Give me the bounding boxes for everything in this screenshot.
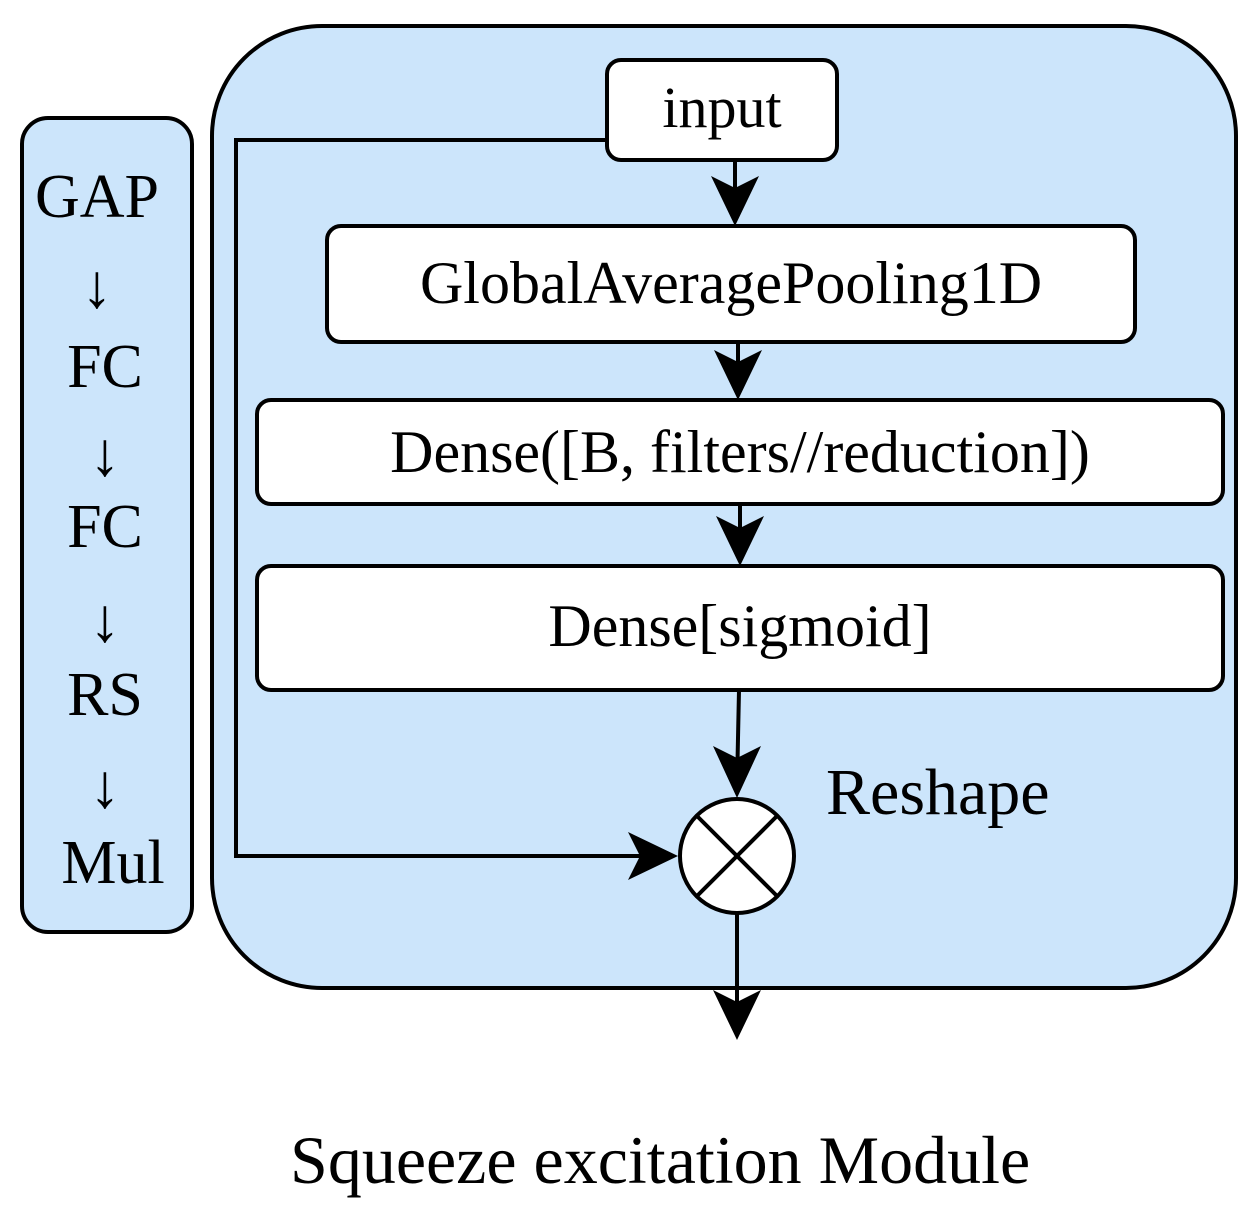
arrow-gap-to-dense-head — [714, 350, 762, 400]
arrow-dense-to-sigmoid-head — [716, 516, 764, 566]
side-step-arrow-4: ↓ — [89, 753, 121, 821]
side-step-arrow-2: ↓ — [89, 421, 121, 489]
multiply-icon — [678, 797, 796, 915]
diagram-caption: Squeeze excitation Module — [290, 1122, 1031, 1198]
dense-sigmoid-node-label: Dense[sigmoid] — [548, 593, 932, 659]
skip-connection-arrow — [234, 138, 668, 858]
arrow-sigmoid-to-multiply-head — [713, 746, 761, 798]
side-panel — [20, 116, 194, 934]
gap-node — [325, 224, 1137, 344]
side-step-arrow-3: ↓ — [89, 587, 121, 655]
side-step-fc-2: FC — [67, 493, 143, 561]
side-step-mul: Mul — [61, 829, 165, 897]
input-node-label: input — [662, 75, 782, 140]
dense-sigmoid-node — [255, 564, 1225, 692]
side-step-fc-1: FC — [67, 333, 143, 401]
arrow-input-to-gap-head — [711, 176, 759, 226]
input-node — [605, 58, 839, 162]
side-step-rs: RS — [67, 661, 143, 729]
gap-node-label: GlobalAveragePooling1D — [419, 250, 1043, 316]
side-step-gap: GAP — [34, 163, 160, 231]
dense-reduction-node-label: Dense([B, filters//reduction]) — [390, 419, 1090, 485]
output-arrow-head — [713, 990, 761, 1040]
skip-connection-arrowhead — [628, 832, 678, 880]
side-step-arrow-1: ↓ — [81, 253, 113, 321]
reshape-label: Reshape — [826, 756, 1050, 829]
